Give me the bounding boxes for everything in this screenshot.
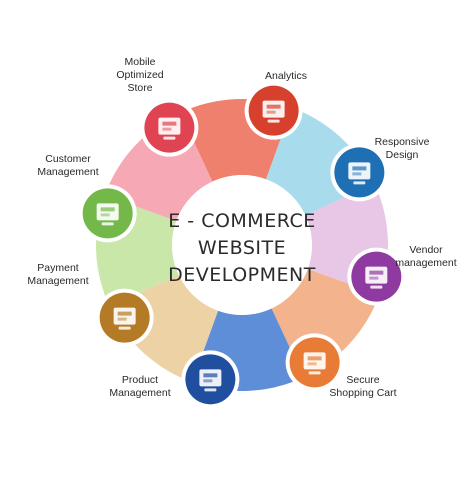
shield-check-icon <box>181 350 240 409</box>
customer-screen-icon <box>140 98 199 157</box>
center-title-line-3: DEVELOPMENT <box>168 264 316 286</box>
center-hub <box>172 175 312 315</box>
credit-card-icon <box>78 184 137 243</box>
analytics-icon <box>330 143 389 202</box>
mobile-store-icon <box>244 81 303 140</box>
responsive-design-icon <box>347 247 406 306</box>
label-customer: Customer Management <box>37 153 99 178</box>
center-title-line-1: E - COMMERCE <box>168 210 316 232</box>
label-responsive: Responsive Design <box>374 136 430 161</box>
label-secure: Secure Shopping Cart <box>329 374 397 399</box>
label-product: Product Management <box>109 374 171 399</box>
delivery-truck-icon <box>285 333 344 392</box>
label-payment: Payment Management <box>27 262 89 287</box>
label-analytics: Analytics <box>264 70 307 82</box>
label-mobile: Mobile Optimized Store <box>116 56 164 94</box>
product-box-icon <box>95 288 154 347</box>
label-vendor: Vendor management <box>395 244 457 269</box>
center-title-line-2: WEBSITE <box>197 237 287 259</box>
